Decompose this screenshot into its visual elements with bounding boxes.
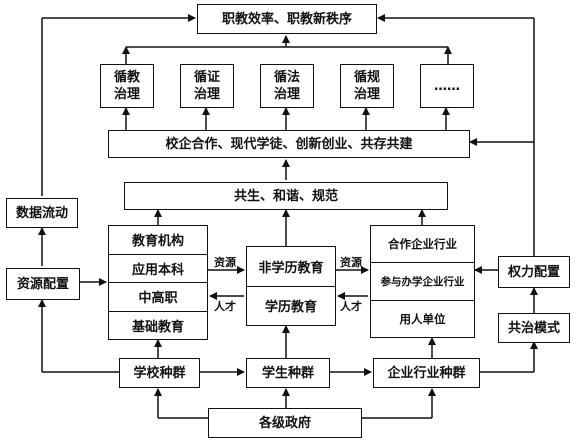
cooperation-box: 校企合作、现代学徒、创新创业、共存共建 [108, 130, 470, 158]
government-box: 各级政府 [208, 408, 362, 438]
governance-teaching-box: 循教 治理 [100, 64, 154, 108]
governance-more-box: …… [420, 64, 474, 108]
governance-rules-box: 循规 治理 [340, 64, 394, 108]
basic-education-cell: 基础教育 [109, 310, 207, 340]
resource-config-box: 资源配置 [6, 268, 80, 300]
school-population-box: 学校种群 [119, 358, 200, 388]
enterprise-stack: 合作企业行业 参与办学企业行业 用人单位 [370, 225, 475, 338]
student-population-box: 学生种群 [246, 358, 330, 388]
governance-evidence-box: 循证 治理 [180, 64, 234, 108]
governance-law-box: 循法 治理 [260, 64, 314, 108]
talent-flow-right-label: 人才 [340, 300, 362, 313]
co-governance-box: 共治模式 [498, 313, 570, 343]
resource-flow-right-label: 资源 [340, 256, 362, 269]
vocational-college-cell: 中高职 [109, 282, 207, 311]
participating-enterprise-cell: 参与办学企业行业 [371, 262, 474, 299]
symbiosis-box: 共生、和谐、规范 [124, 182, 448, 210]
talent-flow-left-label: 人才 [214, 300, 236, 313]
education-levels-stack: 教育机构 应用本科 中高职 基础教育 [108, 225, 208, 340]
enterprise-population-box: 企业行业种群 [373, 358, 480, 388]
degree-education-cell: 学历教育 [247, 285, 335, 326]
employer-cell: 用人单位 [371, 299, 474, 337]
education-institution-cell: 教育机构 [131, 234, 184, 250]
power-config-box: 权力配置 [498, 256, 570, 288]
resource-flow-left-label: 资源 [214, 256, 236, 269]
cooperative-enterprise-cell: 合作企业行业 [388, 237, 457, 252]
education-type-stack: 非学历教育 学历教育 [246, 246, 336, 326]
applied-undergraduate-cell: 应用本科 [109, 253, 207, 283]
non-degree-education-cell: 非学历教育 [258, 260, 324, 276]
top-goal-box: 职教效率、职教新秩序 [197, 4, 377, 34]
data-flow-box: 数据流动 [6, 198, 78, 228]
